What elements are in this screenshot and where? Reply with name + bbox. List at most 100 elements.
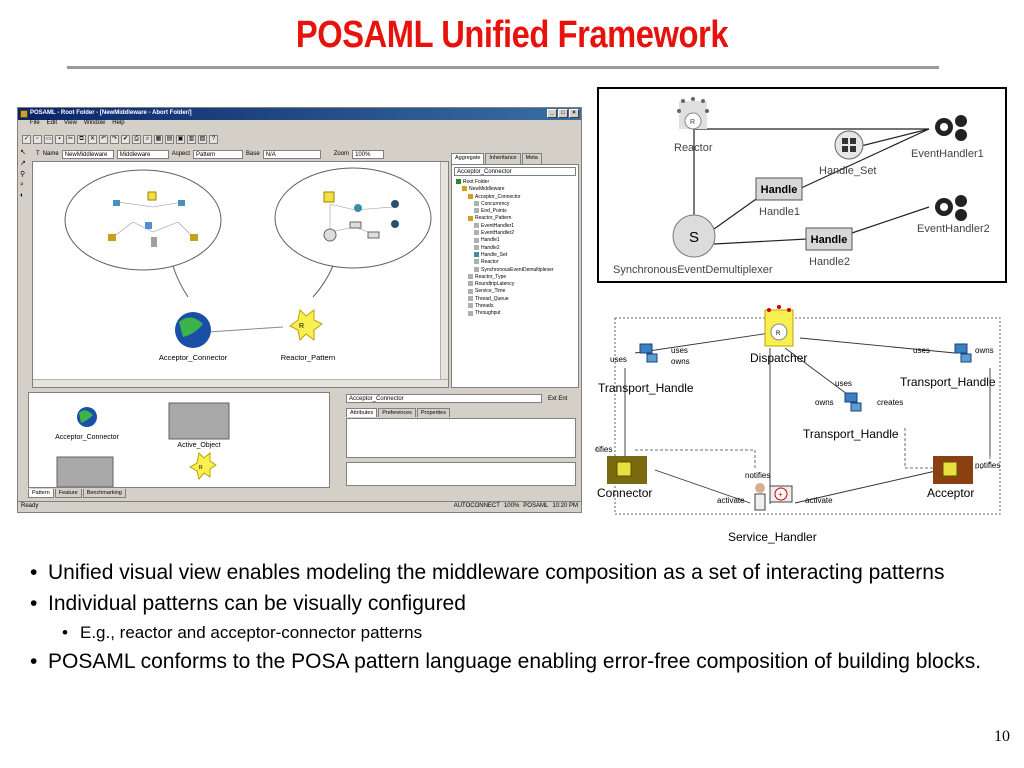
- tree-item[interactable]: Reactor_Pattern: [454, 215, 576, 222]
- visualize-icon[interactable]: ◐: [20, 192, 25, 199]
- grid-icon[interactable]: ▦: [154, 134, 163, 144]
- tab-meta[interactable]: Meta: [521, 153, 542, 164]
- tree-item[interactable]: SynchronousEventDemultiplexer: [454, 267, 576, 274]
- canvas-hscroll[interactable]: [33, 379, 448, 387]
- cascade-icon[interactable]: ▧: [198, 134, 207, 144]
- save-icon[interactable]: ▪: [55, 134, 64, 144]
- open-icon[interactable]: ▭: [44, 134, 53, 144]
- delete-icon[interactable]: ✕: [88, 134, 97, 144]
- tab-attributes[interactable]: Attributes: [346, 408, 378, 417]
- tab-preferences[interactable]: Preferences: [378, 408, 416, 417]
- notifies-label: notifies: [595, 445, 612, 454]
- tab-feature[interactable]: Feature: [54, 489, 82, 498]
- pin-icon[interactable]: ⚲: [20, 171, 26, 178]
- tree-item[interactable]: Reactor: [454, 259, 576, 266]
- menu-edit[interactable]: Edit: [46, 120, 58, 126]
- zoom-select[interactable]: 100%: [352, 149, 385, 159]
- reactor-pattern-node-icon[interactable]: [289, 308, 323, 342]
- maximize-icon[interactable]: □: [558, 109, 568, 118]
- window-icon[interactable]: ▣: [176, 134, 185, 144]
- menu-window[interactable]: Window: [83, 120, 106, 126]
- model-icon: [462, 186, 467, 192]
- tab-aggregate[interactable]: Aggregate: [451, 153, 485, 164]
- attribute-help: [346, 462, 576, 486]
- tree-item[interactable]: Acceptor_Connector: [454, 194, 576, 201]
- part-active-object-icon[interactable]: [168, 402, 230, 440]
- connector-node: notifies Connector: [587, 445, 652, 500]
- tree-item[interactable]: Root Folder: [454, 179, 576, 186]
- layout-icon[interactable]: ▤: [165, 134, 174, 144]
- connect-icon[interactable]: ↗: [20, 160, 26, 167]
- tree-item[interactable]: Throughput: [454, 310, 576, 317]
- part-browser[interactable]: Acceptor_Connector Active_Object R: [28, 392, 330, 488]
- aspect-select[interactable]: Pattern: [193, 149, 244, 159]
- name-field[interactable]: NewMiddleware: [61, 149, 114, 159]
- tree-item[interactable]: Reactor_Type: [454, 274, 576, 281]
- menu-help[interactable]: Help: [112, 120, 125, 126]
- undo-icon[interactable]: ↶: [99, 134, 108, 144]
- part-active-object-label: Active_Object: [177, 442, 220, 449]
- creates-label: creates: [877, 398, 903, 407]
- model-tree[interactable]: Acceptor_Connector Root Folder NewMiddle…: [451, 164, 579, 388]
- handle-set-label: Handle_Set: [819, 165, 877, 177]
- tab-inheritance[interactable]: Inheritance: [485, 153, 521, 164]
- tree-item[interactable]: RoundtripLatency: [454, 281, 576, 288]
- tree-item[interactable]: EventHandler1: [454, 223, 576, 230]
- help-icon[interactable]: ?: [209, 134, 218, 144]
- dispatcher-label: Dispatcher: [750, 351, 807, 365]
- browser-combo[interactable]: Acceptor_Connector: [454, 167, 576, 176]
- atom-icon: [468, 281, 473, 287]
- event-handler-mini-icon: [391, 200, 399, 208]
- check-icon[interactable]: ✓: [22, 134, 31, 144]
- gear-icon: [955, 195, 967, 207]
- cut-icon[interactable]: ✂: [66, 134, 75, 144]
- redo-icon[interactable]: ↷: [110, 134, 119, 144]
- object-name-field[interactable]: Acceptor_Connector: [346, 394, 542, 403]
- atom-icon: [474, 237, 479, 243]
- minimize-icon[interactable]: _: [547, 109, 557, 118]
- title-divider: [67, 66, 939, 69]
- tab-pattern[interactable]: Pattern: [28, 489, 54, 498]
- tab-benchmarking[interactable]: Benchmarking: [82, 489, 126, 498]
- part-gray-icon[interactable]: [56, 456, 114, 488]
- demux-label: SynchronousEventDemultiplexer: [613, 264, 773, 276]
- handle-set-icon: [834, 130, 864, 160]
- tree-item[interactable]: Handle1: [454, 237, 576, 244]
- text-tool-icon: T: [36, 151, 40, 157]
- acceptor-label: Acceptor: [927, 486, 974, 500]
- transport-mid-node: uses owns creates Transport_Handle: [803, 379, 903, 441]
- tree-item[interactable]: Handle2: [454, 245, 576, 252]
- pointer-icon[interactable]: ↖: [20, 149, 26, 156]
- bullet-item: Individual patterns can be visually conf…: [28, 591, 988, 617]
- atom-icon: [474, 208, 479, 214]
- tree-item[interactable]: EventHandler2: [454, 230, 576, 237]
- handle-mini-icon: [367, 231, 380, 239]
- menu-file[interactable]: File: [30, 120, 40, 126]
- tree-item[interactable]: Service_Time: [454, 288, 576, 295]
- owns-label: owns: [975, 346, 994, 355]
- tree-item[interactable]: Threads: [454, 303, 576, 310]
- copy-icon[interactable]: ⧉: [77, 134, 86, 144]
- tree-item[interactable]: Concurrency: [454, 201, 576, 208]
- ext-ent-checkbox[interactable]: Ext Ent: [548, 395, 568, 402]
- tree-item[interactable]: Thread_Queue: [454, 296, 576, 303]
- tree-item[interactable]: End_Points: [454, 208, 576, 215]
- reactor-bubble: [274, 167, 432, 269]
- new-icon[interactable]: ▫: [33, 134, 42, 144]
- tree-item[interactable]: NewMiddleware: [454, 186, 576, 193]
- attribute-list[interactable]: [346, 418, 576, 458]
- model-canvas[interactable]: R Acceptor_Connector Reactor_Pattern: [32, 161, 449, 388]
- tile-icon[interactable]: ▥: [187, 134, 196, 144]
- tree-item[interactable]: Handle_Set: [454, 252, 576, 259]
- print-icon[interactable]: ⎙: [132, 134, 141, 144]
- part-reactor-icon[interactable]: [188, 451, 217, 481]
- gme-property-bar: T Name NewMiddleware Middleware Aspect P…: [18, 148, 581, 160]
- close-icon[interactable]: ×: [569, 109, 579, 118]
- validate-icon[interactable]: ✔: [121, 134, 130, 144]
- canvas-vscroll[interactable]: [440, 162, 448, 387]
- acceptor-connector-drawing: R Dispatcher uses uses owns Transport_Ha…: [587, 305, 1001, 544]
- find-icon[interactable]: ⌕: [143, 134, 152, 144]
- menu-view[interactable]: View: [64, 120, 77, 126]
- zoom-icon[interactable]: ⌕: [20, 181, 24, 188]
- tab-properties[interactable]: Properties: [416, 408, 450, 417]
